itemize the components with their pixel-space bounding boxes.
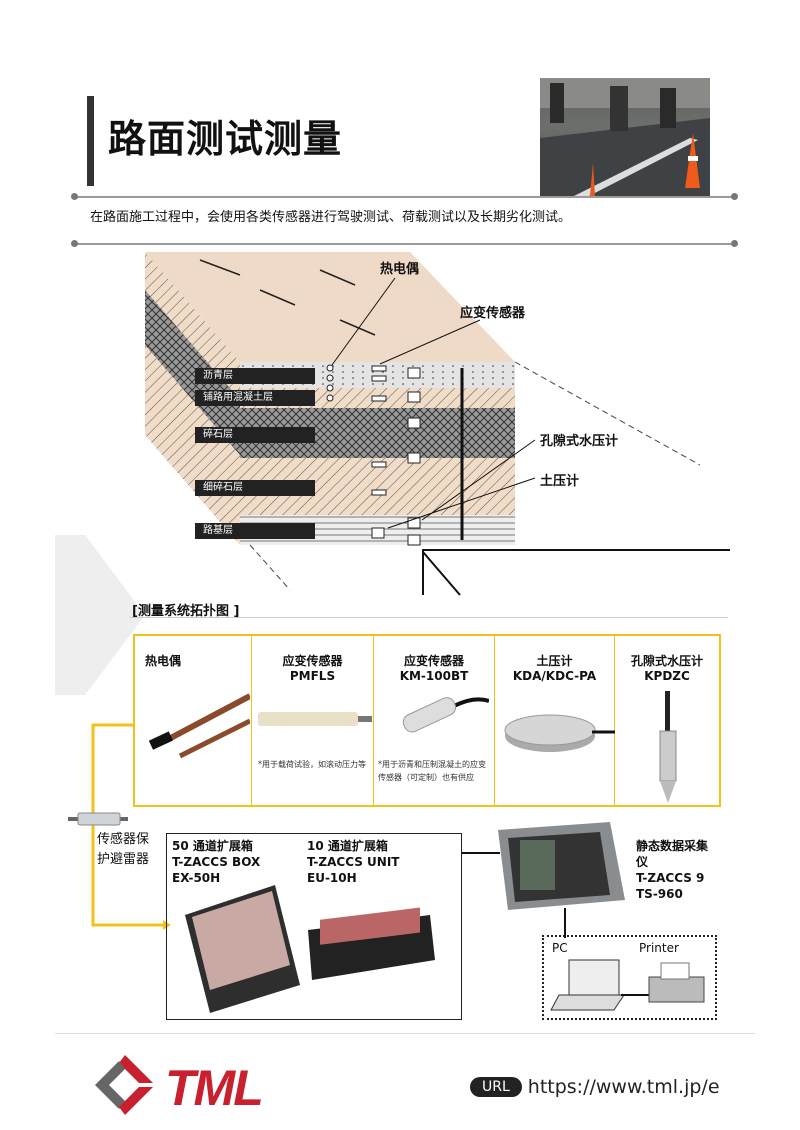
title-accent-bar xyxy=(87,96,94,186)
pc-printer-image xyxy=(550,959,705,1011)
chevron-watermark xyxy=(55,535,145,695)
layer-label: 路基层 xyxy=(195,523,315,539)
layer-label: 细碎石层 xyxy=(195,480,315,496)
box50-line: T-ZACCS BOX xyxy=(172,855,261,869)
divider-dot xyxy=(731,240,738,247)
pavement-cross-section xyxy=(145,252,730,596)
box10-label: 10 通道扩展箱 T-ZACCS UNIT EU-10H xyxy=(307,838,399,886)
sensor-kda: 土压计 KDA/KDC-PA xyxy=(495,636,615,805)
box10-line: 10 通道扩展箱 xyxy=(307,839,388,853)
layer-label: 碎石层 xyxy=(195,427,315,443)
km100bt-image xyxy=(402,697,489,733)
sensor-pmfls: 应变传感器 PMFLS *用于载荷试验，如滚动压力等 xyxy=(252,636,374,805)
box10-line: EU-10H xyxy=(307,871,357,885)
pc-printer-group: PC Printer xyxy=(542,935,717,1020)
topology-heading: [测量系统拓扑图 ] xyxy=(132,604,240,619)
box50-line: 50 通道扩展箱 xyxy=(172,839,253,853)
earth-pressure-image xyxy=(504,714,615,752)
thermocouple-image xyxy=(148,693,250,759)
expansion-box-images xyxy=(185,885,435,1013)
sensor-model: PMFLS xyxy=(289,669,336,683)
sensor-name: 应变传感器 xyxy=(403,654,464,668)
logger-label: 静态数据采集仪 T-ZACCS 9 TS-960 xyxy=(636,838,716,902)
pc-label: PC xyxy=(552,941,568,955)
sensor-model: KM-100BT xyxy=(399,669,469,683)
layer-label: 沥青层 xyxy=(195,368,315,384)
sensor-name: 土压计 xyxy=(536,654,573,668)
divider xyxy=(75,196,735,198)
arrester-label: 传感器保护避雷器 xyxy=(97,832,150,867)
sensor-name: 孔隙式水压计 xyxy=(630,654,703,668)
road-work-photo xyxy=(540,78,710,198)
url-badge: URL xyxy=(470,1077,522,1097)
logger-line: 静态数据采集仪 xyxy=(636,839,709,869)
box50-label: 50 通道扩展箱 T-ZACCS BOX EX-50H xyxy=(172,838,260,886)
callout-strain-sensor: 应变传感器 xyxy=(460,306,526,321)
logger-and-lines xyxy=(462,822,625,938)
logger-line: TS-960 xyxy=(636,887,683,901)
expansion-box-frame xyxy=(166,833,462,1020)
sensor-note: *用于载荷试验，如滚动压力等 xyxy=(258,760,366,769)
callout-earth-pressure: 土压计 xyxy=(540,474,580,489)
callout-pore-pressure: 孔隙式水压计 xyxy=(540,434,619,449)
pmfls-image xyxy=(258,712,372,726)
divider-dot xyxy=(71,240,78,247)
footer-divider xyxy=(55,1033,755,1034)
sensor-thermocouple: 热电偶 xyxy=(135,636,252,805)
sensor-km100bt: 应变传感器 KM-100BT *用于沥青和压制混凝土的应变传感器（可定制）也有供… xyxy=(374,636,495,805)
website-link[interactable]: https://www.tml.jp/e xyxy=(527,1076,720,1098)
printer-label: Printer xyxy=(639,941,679,955)
divider-dot xyxy=(731,193,738,200)
callout-thermocouple: 热电偶 xyxy=(380,262,420,277)
sensor-name: 应变传感器 xyxy=(282,654,343,668)
box50-line: EX-50H xyxy=(172,871,221,885)
box10-line: T-ZACCS UNIT xyxy=(307,855,400,869)
logger-line: T-ZACCS 9 xyxy=(636,871,705,885)
sensor-model: KPDZC xyxy=(644,669,690,683)
divider xyxy=(75,243,735,245)
svg-text:TML: TML xyxy=(165,1060,262,1115)
divider xyxy=(130,617,728,618)
layer-label: 铺路用混凝土层 xyxy=(195,390,315,406)
arrester-image xyxy=(68,812,128,826)
sensor-panel: 热电偶 应变传感器 PMFLS *用于载荷试验，如滚动压力等 应变传感器 KM-… xyxy=(133,634,721,807)
divider-dot xyxy=(71,193,78,200)
sensor-kpdzc: 孔隙式水压计 KPDZC xyxy=(615,636,719,805)
sensor-name: 热电偶 xyxy=(145,654,182,668)
page-title: 路面测试测量 xyxy=(108,117,343,161)
piezometer-image xyxy=(659,691,677,803)
sensor-model: KDA/KDC-PA xyxy=(512,669,597,683)
intro-text: 在路面施工过程中，会使用各类传感器进行驾驶测试、荷载测试以及长期劣化测试。 xyxy=(90,210,572,225)
sensor-note: *用于沥青和压制混凝土的应变传感器（可定制）也有供应 xyxy=(378,760,486,782)
tml-logo: TML xyxy=(95,1055,264,1115)
